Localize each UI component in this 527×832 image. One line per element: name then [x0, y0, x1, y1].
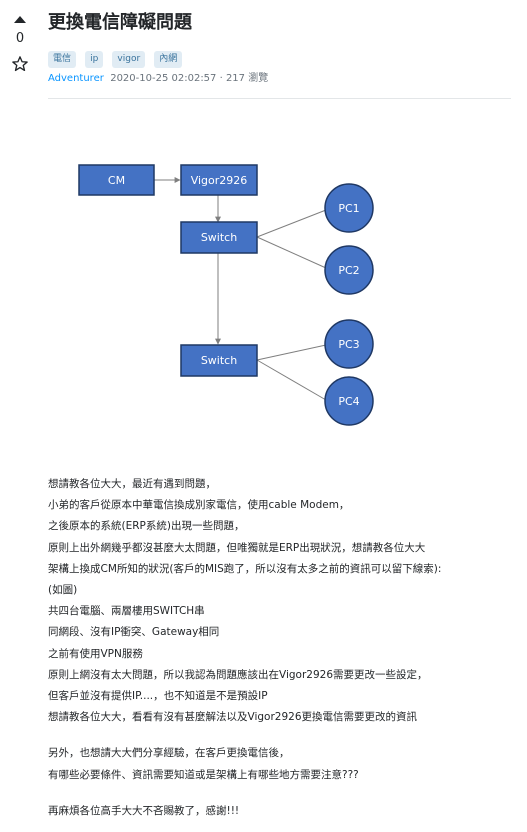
- tag[interactable]: 內網: [154, 51, 183, 68]
- tag[interactable]: 電信: [48, 51, 77, 68]
- node-switch-2-label: Switch: [201, 354, 237, 367]
- body-line: 小弟的客戶從原本中華電信換成別家電信，使用cable Modem，: [48, 499, 350, 512]
- node-pc3-label: PC3: [338, 338, 359, 351]
- page-title: 更換電信障礙問題: [48, 12, 192, 33]
- body-line: 架構上換成CM所知的狀況(客戶的MIS跑了，所以沒有太多之前的資訊可以留下線索)…: [48, 562, 442, 575]
- post-info: 2020-10-25 02:02:57 · 217 瀏覽: [110, 73, 269, 84]
- connector-switch-pc3: [256, 344, 327, 361]
- node-pc1-label: PC1: [338, 202, 359, 215]
- body-line: 另外，也想請大大們分享經驗，在客戶更換電信後，: [48, 747, 290, 760]
- body-line: 共四台電腦、兩層樓用SWITCH串: [48, 605, 205, 618]
- node-cm: CM: [78, 164, 155, 196]
- node-pc1: PC1: [324, 183, 374, 233]
- vote-count: 0: [15, 31, 25, 46]
- body-line: 有哪些必要條件、資訊需要知道或是架構上有哪些地方需要注意???: [48, 768, 359, 781]
- node-switch-2: Switch: [180, 344, 258, 377]
- body-line: 同網段、沒有IP衝突、Gateway相同: [48, 626, 220, 639]
- paragraph-gap: [48, 728, 511, 743]
- question-header: 更換電信障礙問題 電信 ip vigor 內網 Adventurer 2020-…: [48, 10, 511, 86]
- node-pc3: PC3: [324, 319, 374, 369]
- body-line: 想請教各位大大，看看有沒有甚麼解法以及Vigor2926更換電信需要更改的資訊: [48, 711, 417, 724]
- connector-switch-pc2: [256, 236, 327, 269]
- body-line: 原則上網沒有太大問題，所以我認為問題應該出在Vigor2926需要更改一些設定，: [48, 668, 428, 681]
- body-line: 之前有使用VPN服務: [48, 647, 143, 660]
- node-vigor-label: Vigor2926: [191, 174, 248, 187]
- paragraph-gap: [48, 786, 511, 801]
- upvote-arrow-icon[interactable]: [14, 16, 26, 23]
- node-cm-label: CM: [108, 174, 125, 187]
- vote-panel: 0: [8, 12, 32, 77]
- connector-switch-pc4: [256, 359, 327, 401]
- tag[interactable]: ip: [85, 51, 104, 68]
- question-body: 想請教各位大大，最近有遇到問題， 小弟的客戶從原本中華電信換成別家電信，使用ca…: [48, 474, 511, 822]
- node-switch-1-label: Switch: [201, 231, 237, 244]
- author-link[interactable]: Adventurer: [48, 73, 104, 84]
- body-line: 之後原本的系統(ERP系統)出現一些問題，: [48, 520, 245, 533]
- tag-list: 電信 ip vigor 內網: [48, 46, 511, 68]
- node-pc2-label: PC2: [338, 264, 359, 277]
- body-line: 但客戶並沒有提供IP....，也不知道是不是預設IP: [48, 690, 268, 703]
- network-diagram: CM Vigor2926 Switch Switch PC1 PC2 PC3 P…: [78, 164, 374, 426]
- body-line: 想請教各位大大，最近有遇到問題，: [48, 478, 216, 490]
- tag[interactable]: vigor: [112, 51, 146, 68]
- diagram-connectors: [154, 177, 327, 401]
- node-pc4-label: PC4: [338, 395, 359, 408]
- body-line: 原則上出外網幾乎都沒甚麼大太問題，但唯獨就是ERP出現狀況，想請教各位大大: [48, 541, 426, 554]
- body-line: (如圖): [48, 584, 78, 597]
- node-switch-1: Switch: [180, 221, 258, 254]
- node-pc2: PC2: [324, 245, 374, 295]
- node-vigor: Vigor2926: [180, 164, 258, 196]
- node-pc4: PC4: [324, 376, 374, 426]
- bookmark-star-icon[interactable]: [11, 55, 29, 73]
- connector-switch-pc1: [256, 209, 327, 238]
- body-closing: 再麻煩各位高手大大不吝賜教了，感謝!!!: [48, 804, 240, 817]
- question-meta: Adventurer 2020-10-25 02:02:57 · 217 瀏覽: [48, 72, 511, 86]
- divider: [48, 98, 511, 99]
